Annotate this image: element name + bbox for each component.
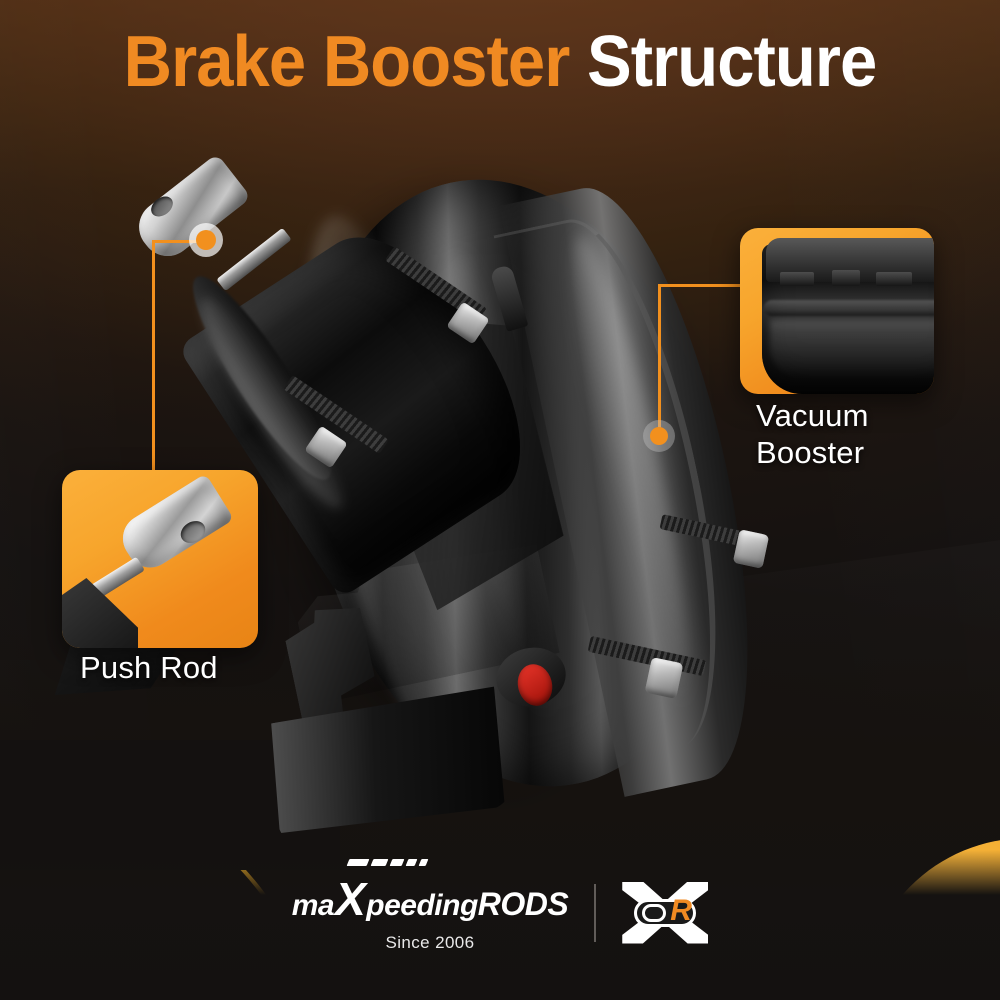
leader-line-push-rod-horizontal [152, 240, 208, 243]
callout-card-vacuum-booster [740, 228, 934, 394]
marker-dot-vacuum-booster [650, 427, 668, 445]
brand-text-peeding: peeding [366, 889, 478, 922]
callout-label-push-rod: Push Rod [80, 650, 218, 685]
r-letter-icon: R [670, 893, 692, 927]
leader-line-push-rod-vertical [152, 240, 155, 472]
footer-divider [594, 883, 597, 942]
callout-booster-tab-3 [876, 272, 912, 286]
callout-booster-highlight [770, 320, 934, 380]
brand-text-x: X [335, 873, 366, 925]
page-title-plain: Structure [587, 22, 877, 102]
callout-booster-tab-1 [780, 272, 814, 286]
page-title: Brake Booster Structure [35, 26, 965, 98]
callout-label-vacuum-line1: Vacuum [756, 398, 869, 433]
callout-booster-tab-2 [832, 270, 860, 286]
o-letter-icon [642, 903, 667, 922]
callout-label-vacuum-booster: Vacuum Booster [756, 398, 986, 471]
page-title-highlight: Brake Booster [123, 22, 571, 102]
brand-text-rods: RODS [477, 886, 569, 922]
brand-text-ma: ma [291, 889, 335, 922]
callout-card-push-rod [62, 470, 258, 648]
secondary-logo-x-icon: R [622, 881, 709, 944]
callout-label-vacuum-line2: Booster [756, 434, 865, 470]
leader-line-vacuum-booster-vertical [658, 284, 661, 436]
callout-booster-crimp-groove [764, 300, 934, 316]
leader-line-vacuum-booster-horizontal [658, 284, 742, 287]
speed-lines-icon [346, 859, 429, 866]
brand-tagline: Since 2006 [385, 933, 475, 952]
marker-dot-push-rod [196, 230, 216, 250]
